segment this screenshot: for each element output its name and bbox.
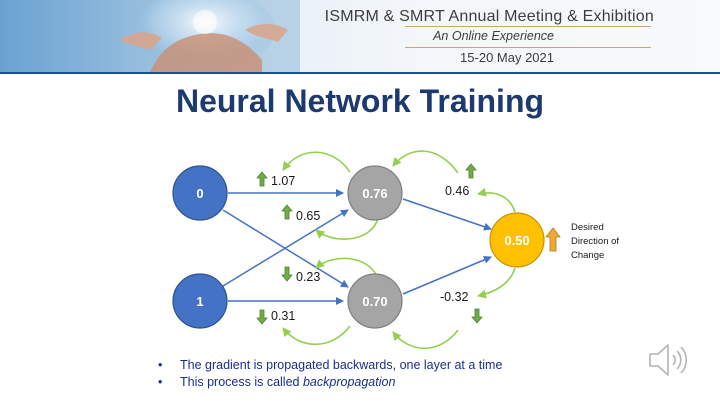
- gradient-up-arrow: [282, 205, 292, 219]
- node-label: 0.76: [362, 186, 387, 201]
- gradient-down-arrow: [472, 309, 482, 323]
- backprop-arrow: [283, 326, 350, 344]
- hidden-node-bottom: 0.70: [348, 274, 402, 328]
- bullet-marker: •: [158, 374, 162, 391]
- edge-hidden-top-output: [403, 199, 491, 229]
- backprop-arrow: [283, 152, 350, 172]
- backprop-arrow: [478, 193, 515, 212]
- node-label: 0.50: [504, 233, 529, 248]
- desired-direction-label: Desired Direction of Change: [571, 222, 619, 261]
- hidden-node-top: 0.76: [348, 166, 402, 220]
- backprop-arrow: [393, 330, 458, 348]
- input-node-1: 1: [173, 274, 227, 328]
- input-node-0: 0: [173, 166, 227, 220]
- bullet-emphasis: backpropagation: [303, 375, 395, 389]
- node-label: 0.70: [362, 294, 387, 309]
- weight-label: 1.07: [271, 174, 295, 188]
- bullet-list: • The gradient is propagated backwards, …: [158, 357, 502, 391]
- bullet-text: This process is called: [180, 375, 303, 389]
- weight-label: 0.65: [296, 209, 320, 223]
- bullet-item: • The gradient is propagated backwards, …: [158, 357, 502, 374]
- bullet-item: • This process is called backpropagation: [158, 374, 502, 391]
- bullet-text: The gradient is propagated backwards, on…: [180, 358, 502, 372]
- weight-label: 0.23: [296, 270, 320, 284]
- desired-direction-arrow: [546, 228, 560, 251]
- gradient-up-arrow: [466, 164, 476, 178]
- edge-hidden-bottom-output: [403, 257, 491, 294]
- bullet-marker: •: [158, 357, 162, 374]
- nodes: 0 1 0.76 0.70 0.50: [173, 166, 544, 328]
- gradient-down-arrow: [257, 310, 267, 324]
- speaker-icon[interactable]: [644, 336, 692, 384]
- weight-label: 0.31: [271, 309, 295, 323]
- node-label: 0: [196, 186, 203, 201]
- weight-label: -0.32: [440, 290, 469, 304]
- backprop-arrow: [393, 151, 458, 173]
- gradient-down-arrow: [282, 267, 292, 281]
- backprop-arrow: [316, 218, 378, 239]
- node-label: 1: [196, 294, 203, 309]
- desired-direction-line: Desired: [571, 222, 604, 233]
- output-node: 0.50: [490, 213, 544, 267]
- weight-label: 0.46: [445, 184, 469, 198]
- gradient-up-arrow: [257, 172, 267, 186]
- backprop-arrow: [478, 268, 515, 296]
- desired-direction-line: Change: [571, 250, 604, 261]
- desired-direction-line: Direction of: [571, 236, 619, 247]
